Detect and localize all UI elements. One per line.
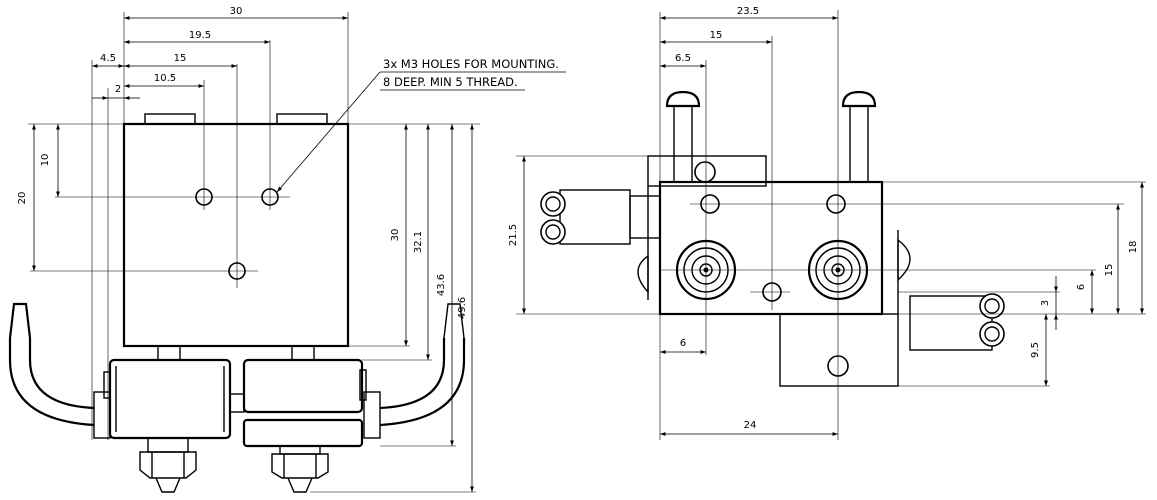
left-view: 30 19.5 4.5 15 10.5 2 10 20 30 bbox=[8, 6, 566, 493]
left-top-tab-1 bbox=[144, 113, 196, 125]
right-tube-end-1 bbox=[979, 293, 1005, 319]
dim-32-1: 32.1 bbox=[413, 231, 424, 253]
dim-23-5: 23.5 bbox=[737, 6, 759, 17]
nozzle-1-hex bbox=[139, 451, 197, 479]
left-tube-outer bbox=[8, 338, 95, 427]
dim-18: 18 bbox=[1128, 241, 1139, 254]
heater-block-3 bbox=[242, 418, 364, 448]
dim-24: 24 bbox=[744, 420, 757, 431]
rear-hole-top bbox=[694, 161, 716, 183]
heater-block-1 bbox=[108, 358, 232, 440]
left-side-fitting bbox=[93, 391, 111, 439]
dim-20-vertical: 20 bbox=[17, 192, 28, 205]
left-neck-1 bbox=[157, 345, 181, 361]
mounting-note-line-2: 8 DEEP. MIN 5 THREAD. bbox=[383, 75, 518, 89]
left-tube-bundle bbox=[559, 189, 631, 245]
left-tube-end-1 bbox=[540, 191, 566, 217]
dim-19-5: 19.5 bbox=[189, 30, 211, 41]
dim-21-5: 21.5 bbox=[508, 224, 519, 246]
pin-left bbox=[673, 105, 693, 183]
dim-30-vertical: 30 bbox=[390, 229, 401, 242]
dim-3-vertical: 3 bbox=[1040, 300, 1051, 306]
pin-right-dome bbox=[841, 90, 877, 108]
nozzle-2-hex bbox=[271, 453, 329, 479]
nozzle-2-tip bbox=[287, 477, 313, 493]
dim-9-5: 9.5 bbox=[1030, 342, 1041, 358]
dim-10-5: 10.5 bbox=[154, 73, 176, 84]
dim-15-top-right: 15 bbox=[710, 30, 723, 41]
dim-6-5: 6.5 bbox=[675, 53, 691, 64]
pin-right bbox=[849, 105, 869, 183]
mounting-note-line-1: 3x M3 HOLES FOR MOUNTING. bbox=[383, 57, 559, 71]
left-tube-inner bbox=[28, 338, 95, 410]
dim-6-vertical: 6 bbox=[1076, 284, 1087, 290]
right-tube-inner bbox=[379, 338, 446, 410]
dim-49-6: 49.6 bbox=[457, 297, 468, 319]
dim-6-horizontal: 6 bbox=[680, 338, 686, 349]
pin-left-dome bbox=[665, 90, 701, 108]
rear-housing-top bbox=[647, 155, 767, 187]
dim-30-top: 30 bbox=[230, 6, 243, 17]
dim-43-6: 43.6 bbox=[436, 274, 447, 296]
left-bridge bbox=[229, 393, 245, 413]
left-main-block bbox=[122, 122, 350, 348]
dim-15-vertical-right: 15 bbox=[1104, 264, 1115, 277]
right-view: 23.5 15 6.5 21.5 18 15 6 3 9.5 6 bbox=[508, 6, 1146, 440]
left-top-tab-2 bbox=[276, 113, 328, 125]
nozzle-1-collar bbox=[147, 437, 189, 453]
right-tube-outer bbox=[379, 338, 466, 427]
left-tube-end-2 bbox=[540, 219, 566, 245]
right-tube-end-2 bbox=[979, 321, 1005, 347]
heater-block-2 bbox=[242, 358, 364, 414]
left-neck-2 bbox=[291, 345, 315, 361]
dim-4-5: 4.5 bbox=[100, 53, 116, 64]
nozzle-1-tip bbox=[155, 477, 181, 493]
right-side-fitting bbox=[363, 391, 381, 439]
dim-15-left: 15 bbox=[174, 53, 187, 64]
dim-2: 2 bbox=[115, 84, 121, 95]
dim-10-vertical: 10 bbox=[40, 154, 51, 167]
